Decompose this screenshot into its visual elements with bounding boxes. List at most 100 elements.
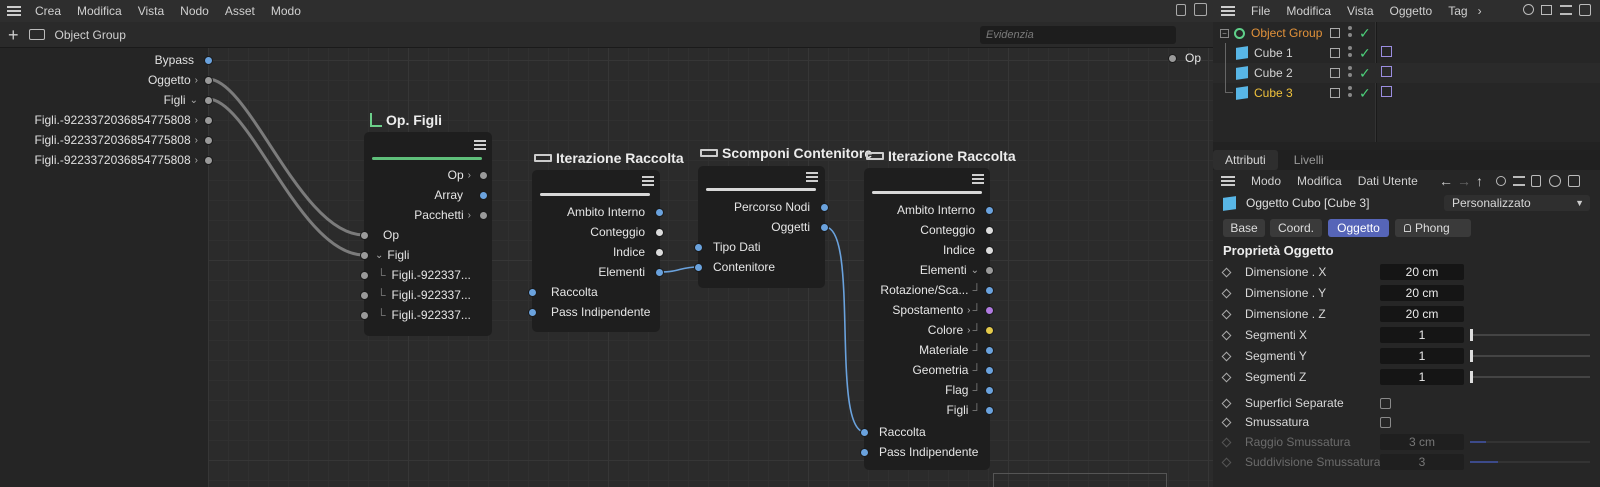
chevron-right-icon[interactable]: › [194,114,198,126]
port-out[interactable] [479,170,488,180]
tab-attributi[interactable]: Attributi [1213,150,1278,170]
check-icon[interactable]: ✓ [1359,44,1371,61]
inport-figli[interactable]: Figli⌄ [0,92,213,108]
prop-segmenti-x[interactable]: Segmenti X 1 [1213,325,1600,345]
arrow-up-icon[interactable]: ↑ [1476,173,1483,189]
node-menu-icon[interactable] [972,174,984,184]
port-oggetto[interactable] [204,75,213,85]
slider-handle[interactable] [1470,350,1473,362]
port-in[interactable] [528,287,537,297]
port-out[interactable] [985,285,994,295]
attr-menu-modo[interactable]: Modo [1251,174,1282,188]
lock-icon[interactable] [1531,175,1541,187]
slider-handle[interactable] [1470,371,1473,383]
lock-icon[interactable] [1176,4,1186,16]
hamburger-icon[interactable] [7,6,21,16]
target-icon[interactable] [1549,175,1561,187]
subtab-oggetto[interactable]: Oggetto [1328,219,1389,237]
object-row-object-group[interactable]: − Object Group ✓ [1213,23,1600,43]
segmenti-z-slider[interactable] [1470,371,1590,383]
port-out[interactable] [820,222,829,232]
inport-figli-3[interactable]: Figli.-9223372036854775808› [0,152,213,168]
object-name[interactable]: Cube 2 [1254,66,1293,80]
node-iter2[interactable]: Ambito Interno Conteggio Indice Elementi… [860,168,994,470]
rmenu-oggetto[interactable]: Oggetto [1389,4,1433,18]
port-out[interactable] [985,405,994,415]
port-in[interactable] [360,250,369,260]
port-in[interactable] [360,230,369,240]
rmenu-file[interactable]: File [1251,4,1271,18]
attr-menu-modifica[interactable]: Modifica [1297,174,1342,188]
tag-icon[interactable] [1381,86,1392,97]
tag-icon[interactable] [1381,46,1392,57]
prop-dimensione-z[interactable]: Dimensione . Z 20 cm [1213,304,1600,324]
prop-segmenti-y[interactable]: Segmenti Y 1 [1213,346,1600,366]
keyframe-icon[interactable] [1221,267,1232,277]
search-icon[interactable] [1523,4,1534,15]
expand-icon[interactable] [1194,3,1207,16]
object-row-cube-2[interactable]: Cube 2 ✓ [1213,63,1600,83]
chevron-right-icon[interactable]: › [194,74,198,86]
port-out[interactable] [985,365,994,375]
node-scomponi[interactable]: Percorso Nodi Oggetti Tipo Dati Contenit… [694,166,829,288]
port-figli-2[interactable] [204,135,213,145]
inport-bypass[interactable]: Bypass [0,52,213,68]
port-out[interactable] [985,325,994,335]
visibility-dots[interactable] [1348,66,1352,70]
home-icon[interactable] [1541,5,1552,15]
keyframe-icon[interactable] [1221,288,1232,298]
node-scomponi-title[interactable]: Scomponi Contenitore [700,145,872,161]
menu-vista[interactable]: Vista [137,4,165,18]
hamburger-icon[interactable] [1221,176,1235,186]
check-icon[interactable]: ✓ [1359,84,1371,101]
edit-icon[interactable] [1330,28,1340,38]
minimap[interactable] [993,473,1167,487]
port-in[interactable] [360,270,369,280]
chevron-right-icon[interactable]: › [194,154,198,166]
edit-icon[interactable] [1330,88,1340,98]
node-op-figli-title[interactable]: Op. Figli [370,112,442,128]
object-name[interactable]: Cube 3 [1254,86,1293,100]
chevron-down-icon[interactable]: ⌄ [189,94,198,106]
edit-icon[interactable] [1330,48,1340,58]
object-row-cube-3[interactable]: Cube 3 ✓ [1213,83,1600,103]
port-out[interactable] [655,247,664,257]
hamburger-icon[interactable] [1221,6,1235,16]
dimensione-z-field[interactable]: 20 cm [1380,306,1464,322]
keyframe-icon[interactable] [1221,309,1232,319]
outport-op[interactable]: Op [1168,49,1208,67]
mode-dropdown[interactable]: Personalizzato ▼ [1444,195,1590,211]
segmenti-y-slider[interactable] [1470,350,1590,362]
port-in[interactable] [860,447,869,457]
segmenti-y-field[interactable]: 1 [1380,348,1464,364]
search-icon[interactable] [1496,176,1506,186]
port-outport-op[interactable] [1168,53,1177,63]
port-in[interactable] [860,427,869,437]
search-input[interactable]: Evidenzia [980,26,1176,44]
collapse-icon[interactable]: − [1220,28,1229,38]
menu-nodo[interactable]: Nodo [180,4,209,18]
tab-livelli[interactable]: Livelli [1293,153,1324,167]
port-out[interactable] [985,265,994,275]
keyframe-icon[interactable] [1221,372,1232,382]
filter-icon[interactable] [1560,5,1572,15]
port-out[interactable] [985,345,994,355]
expand-icon[interactable] [1568,175,1580,187]
port-out[interactable] [985,245,994,255]
menu-modo[interactable]: Modo [270,4,301,18]
filter-icon[interactable] [1513,176,1525,186]
check-icon[interactable]: ✓ [1359,24,1371,41]
port-out[interactable] [820,202,829,212]
expand-icon[interactable] [1579,4,1591,16]
edit-icon[interactable] [1330,68,1340,78]
keyframe-icon[interactable] [1221,398,1232,408]
port-out[interactable] [985,205,994,215]
node-menu-icon[interactable] [474,140,486,150]
prop-dimensione-x[interactable]: Dimensione . X 20 cm [1213,262,1600,282]
subtab-base[interactable]: Base [1223,219,1265,237]
object-row-cube-1[interactable]: Cube 1 ✓ [1213,43,1600,63]
object-name[interactable]: Cube 1 [1254,46,1293,60]
chevron-right-icon[interactable]: › [1477,4,1482,18]
port-figli-3[interactable] [204,155,213,165]
port-out[interactable] [985,225,994,235]
